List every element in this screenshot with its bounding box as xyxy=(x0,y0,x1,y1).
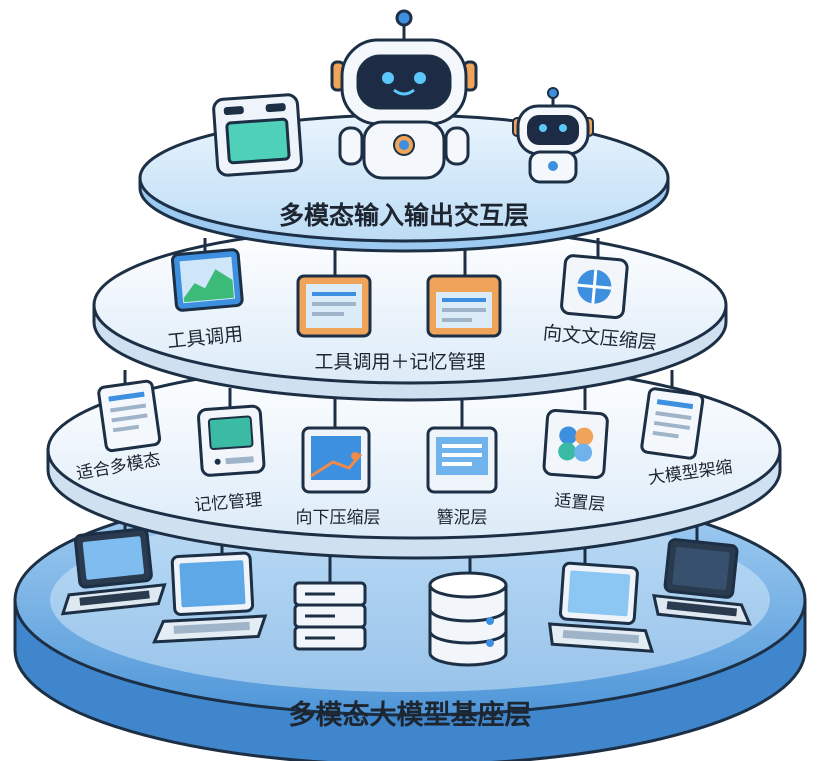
monitor-device-icon xyxy=(197,404,266,477)
second-tier-label: 工具调用＋记忆管理 xyxy=(314,351,486,373)
image-frame-icon xyxy=(301,426,371,494)
terminal-device-icon xyxy=(212,93,303,177)
colorful-app-icon xyxy=(542,409,609,479)
database-icon xyxy=(428,571,508,667)
line-chart-panel-icon xyxy=(171,248,244,312)
monitor-screen-icon xyxy=(426,426,498,494)
grid-app-icon xyxy=(560,254,629,320)
server-rack-icon xyxy=(293,581,367,651)
laptop-icon xyxy=(60,527,167,616)
third-tier-label: 向下压缩层 xyxy=(295,508,381,528)
robot-small-icon xyxy=(512,87,594,184)
laptop-icon xyxy=(652,538,752,626)
third-tier-label: 适置层 xyxy=(553,490,607,516)
base-tier-title: 多模态大模型基座层 xyxy=(288,700,532,731)
document-panel-icon xyxy=(296,274,372,338)
document-panel-icon xyxy=(97,379,162,453)
top-tier-title: 多模态输入输出交互层 xyxy=(278,201,530,230)
laptop-icon xyxy=(152,551,268,644)
document-panel-icon xyxy=(640,387,705,460)
browser-window-icon xyxy=(426,274,502,338)
laptop-icon xyxy=(547,561,655,653)
robot-large-icon xyxy=(330,9,478,180)
third-tier-label: 簪泥层 xyxy=(436,508,488,528)
